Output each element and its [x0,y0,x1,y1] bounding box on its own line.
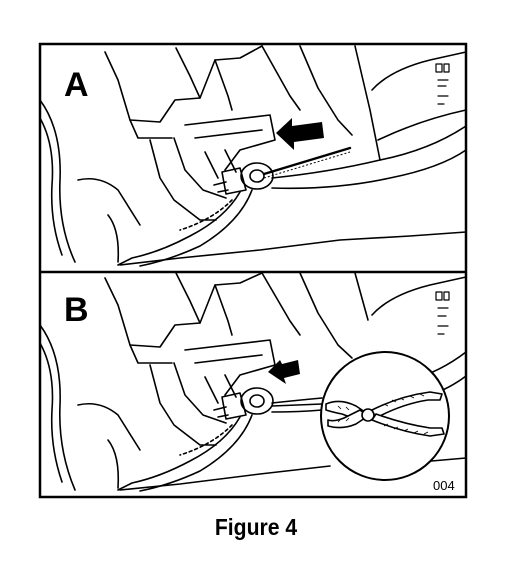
panel-label-a: A [64,66,89,104]
panel-label-b: B [64,291,89,329]
pick-tool [262,146,352,176]
panel-a-drawing [39,45,467,267]
direction-arrow-b [268,360,300,384]
pliers-callout [271,351,450,481]
direction-arrow-a [276,118,324,150]
reference-code: 004 [433,478,455,493]
figure-frame [38,42,468,499]
figure-caption: Figure 4 [214,514,298,540]
